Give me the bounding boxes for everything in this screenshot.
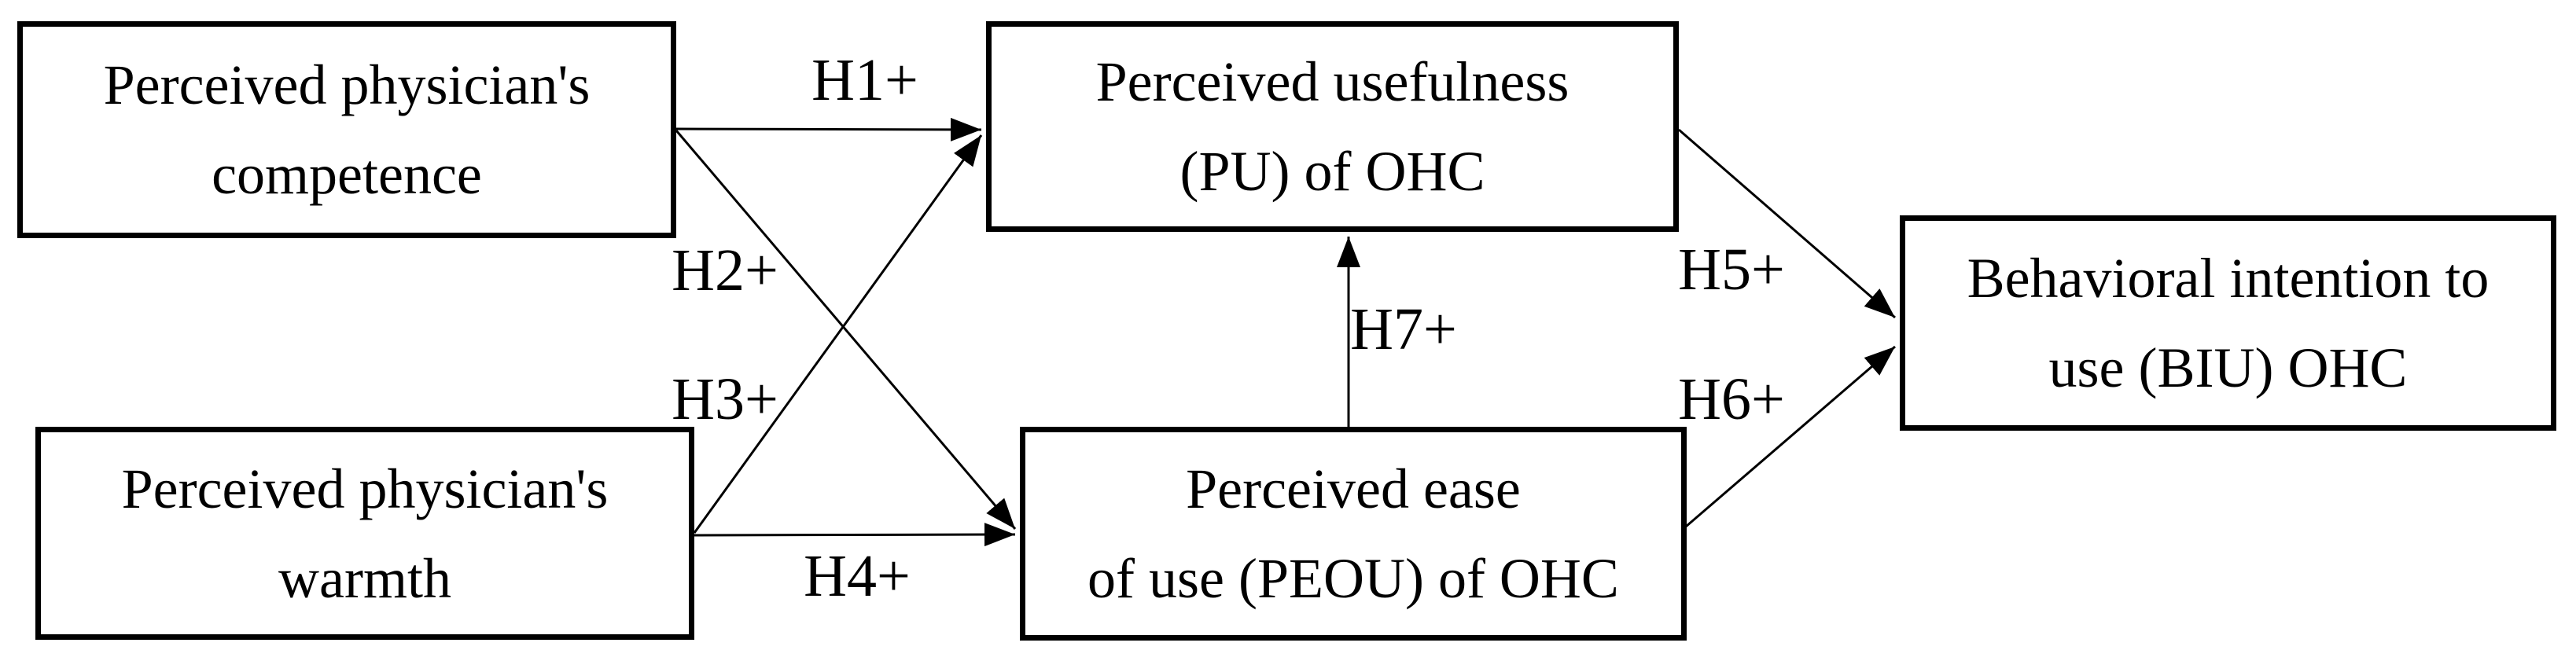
edge-label-h4: H4+ [804, 543, 911, 609]
edge-label-h2: H2+ [672, 237, 778, 303]
edge-label-h7: H7+ [1350, 296, 1457, 362]
node-perceived-usefulness: Perceived usefulness (PU) of OHC [986, 21, 1679, 232]
node-pu-line2: (PU) of OHC [1179, 140, 1485, 203]
edge-label-h5: H5+ [1678, 237, 1785, 303]
h2-arrow [693, 134, 983, 534]
node-warmth-line2: warmth [278, 546, 451, 610]
node-biu-line2: use (BIU) OHC [2048, 336, 2408, 399]
node-perceived-ease-of-use: Perceived ease of use (PEOU) of OHC [1020, 427, 1687, 641]
node-biu-line1: Behavioral intention to [1967, 247, 2490, 310]
edge-label-h3: H3+ [672, 366, 778, 432]
h1-arrow [675, 117, 982, 141]
node-peou-line2: of use (PEOU) of OHC [1087, 547, 1619, 610]
node-perceived-physicians-warmth: Perceived physician's warmth [35, 427, 694, 640]
node-competence-line1: Perceived physician's [103, 53, 591, 116]
h5-arrow [1678, 128, 1896, 319]
h4-arrow [694, 523, 1016, 547]
h3-arrow [675, 130, 1017, 530]
node-behavioral-intention-to-use: Behavioral intention to use (BIU) OHC [1900, 215, 2556, 431]
node-competence-line2: competence [212, 143, 482, 206]
edge-label-h1: H1+ [811, 47, 918, 113]
node-perceived-physicians-competence: Perceived physician's competence [17, 21, 676, 238]
node-warmth-line1: Perceived physician's [121, 457, 609, 520]
h6-arrow [1680, 345, 1896, 533]
edge-label-h6: H6+ [1678, 366, 1785, 432]
node-pu-line1: Perceived usefulness [1095, 50, 1570, 113]
node-peou-line1: Perceived ease [1186, 457, 1521, 520]
